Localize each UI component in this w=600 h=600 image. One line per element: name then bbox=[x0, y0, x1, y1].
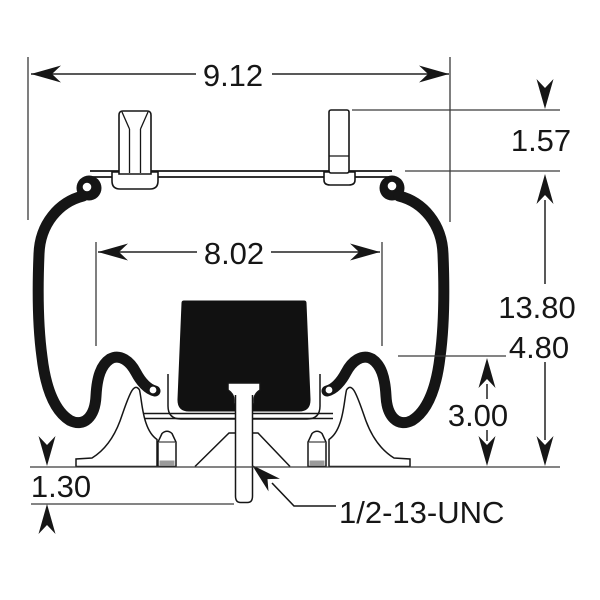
arrow-up-clearance-icon bbox=[478, 358, 496, 388]
left-clamp-bead bbox=[148, 385, 158, 395]
stud-shaft bbox=[328, 109, 350, 174]
arrow-up-bolt-icon bbox=[38, 504, 56, 534]
base-assembly bbox=[75, 386, 411, 468]
label-thread-callout: 1/2-13-UNC bbox=[339, 495, 504, 530]
bellows-left-lobe bbox=[32, 190, 161, 429]
bracket-left bbox=[75, 386, 158, 468]
label-bellows-width: 8.02 bbox=[204, 236, 264, 271]
air-fitting-body bbox=[118, 110, 152, 175]
extension-lines bbox=[27, 57, 560, 505]
arrow-down-height-icon bbox=[536, 436, 554, 466]
label-secondary-height: 4.80 bbox=[509, 330, 569, 365]
base-stud-right-pad bbox=[309, 460, 325, 466]
arrow-up-height-icon bbox=[536, 174, 554, 204]
label-overall-width: 9.12 bbox=[203, 58, 263, 93]
leader-arrow-icon bbox=[252, 465, 280, 492]
bellows-right-lobe bbox=[321, 190, 450, 429]
arrow-left2-icon bbox=[98, 243, 128, 261]
arrow-left-icon bbox=[31, 65, 61, 83]
center-bolt bbox=[227, 382, 261, 504]
arrow-down-clearance-icon bbox=[478, 436, 496, 466]
bracket-right bbox=[328, 386, 411, 468]
label-stud-height: 1.57 bbox=[511, 123, 571, 158]
dimension-arrows bbox=[31, 65, 554, 534]
base-stud-right bbox=[307, 430, 327, 468]
bolt-shaft bbox=[234, 395, 254, 504]
base-stud-left-pad bbox=[159, 460, 175, 466]
arrow-down-bolt-icon bbox=[38, 436, 56, 466]
piston bbox=[177, 300, 311, 412]
air-fitting-flange bbox=[111, 171, 159, 190]
dimension-labels: 9.12 1.57 8.02 13.80 4.80 3.00 1.30 1/2-… bbox=[31, 58, 576, 530]
right-clamp-bead bbox=[324, 385, 334, 395]
mounting-stud bbox=[323, 109, 356, 186]
bellows bbox=[32, 190, 450, 429]
air-fitting bbox=[111, 110, 159, 190]
stud-flange bbox=[323, 171, 356, 186]
base-stud-left bbox=[157, 430, 177, 468]
arrow-down-stud-icon bbox=[536, 79, 554, 109]
air-fitting-detail bbox=[121, 111, 149, 173]
thread-leader bbox=[252, 465, 336, 507]
right-bead-hole bbox=[387, 181, 397, 191]
label-stud-length: 1.30 bbox=[31, 469, 91, 504]
arrow-right-icon bbox=[419, 65, 449, 83]
label-design-height: 13.80 bbox=[498, 290, 576, 325]
label-base-clearance: 3.00 bbox=[448, 398, 508, 433]
dimension-lines bbox=[31, 73, 546, 441]
leader-line bbox=[271, 482, 336, 507]
left-bead-hole bbox=[82, 182, 92, 192]
arrow-right2-icon bbox=[350, 243, 380, 261]
